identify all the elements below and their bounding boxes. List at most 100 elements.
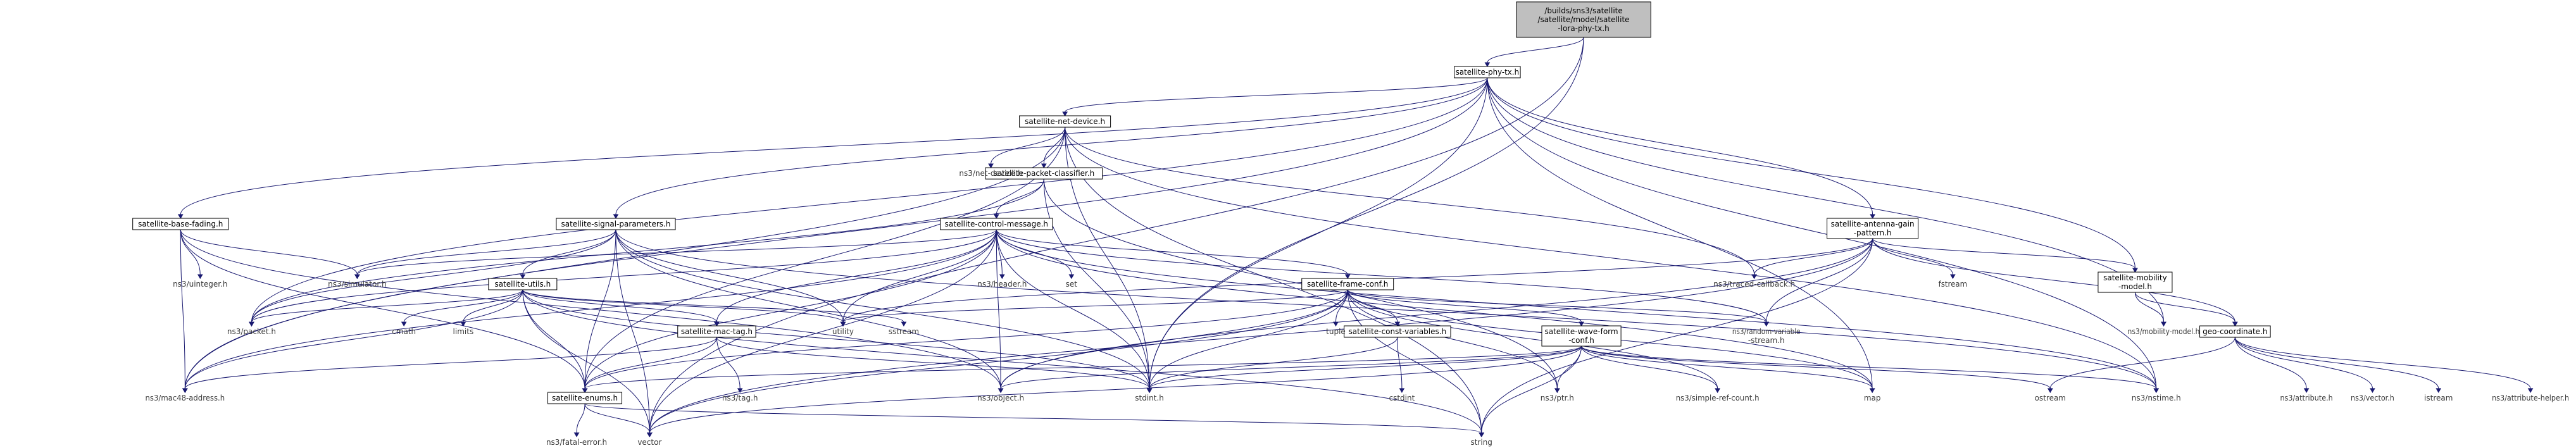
node-utility: utility bbox=[832, 327, 854, 336]
node-label-header: ns3/header.h bbox=[977, 280, 1027, 289]
edge-root-to-phytx bbox=[1484, 37, 1584, 67]
node-label-ptr: ns3/ptr.h bbox=[1541, 394, 1574, 402]
edge-utils-to-mactag bbox=[522, 289, 720, 327]
node-label-object: ns3/object.h bbox=[977, 394, 1024, 402]
edge-basefading-to-uinteger bbox=[180, 229, 203, 279]
node-label-simulator: ns3/simulator.h bbox=[328, 280, 386, 289]
edge-mactag-to-tag bbox=[716, 337, 743, 393]
node-mactag[interactable]: satellite-mac-tag.h bbox=[677, 325, 756, 338]
node-label-limits: limits bbox=[453, 327, 474, 336]
node-constvars[interactable]: satellite-const-variables.h bbox=[1344, 325, 1451, 338]
edge-waveform-to-stdint bbox=[1146, 345, 1582, 393]
node-set: set bbox=[1066, 280, 1078, 289]
node-uinteger: ns3/uinteger.h bbox=[173, 280, 227, 289]
dependency-edges bbox=[177, 37, 2534, 437]
node-label-root-line-2: -lora-phy-tx.h bbox=[1558, 24, 1609, 33]
edge-utils-to-sstream bbox=[522, 289, 907, 327]
node-stdint: stdint.h bbox=[1135, 394, 1164, 402]
node-header: ns3/header.h bbox=[977, 280, 1027, 289]
node-label-packet: ns3/packet.h bbox=[227, 327, 276, 336]
edge-basefading-to-enums bbox=[180, 229, 588, 393]
node-label-utils: satellite-utils.h bbox=[494, 280, 551, 289]
node-pktclass[interactable]: satellite-packet-classifier.h bbox=[985, 167, 1103, 180]
node-frameconf[interactable]: satellite-frame-conf.h bbox=[1301, 278, 1394, 290]
edge-signal-to-simulator bbox=[354, 229, 616, 279]
node-label-attrhelper: ns3/attribute-helper.h bbox=[2492, 394, 2569, 402]
edge-ctrlmsg-to-map bbox=[996, 229, 1875, 393]
edge-utils-to-vector bbox=[522, 289, 653, 437]
node-signal[interactable]: satellite-signal-parameters.h bbox=[556, 218, 676, 230]
edge-ctrlmsg-to-packet bbox=[249, 229, 997, 327]
edge-enums-to-fatalerr bbox=[573, 403, 585, 437]
node-label-waveform-line-0: satellite-wave-form bbox=[1545, 327, 1618, 336]
edge-antenna-to-fstream bbox=[1872, 238, 1956, 279]
node-label-tag: ns3/tag.h bbox=[722, 394, 758, 402]
node-label-signal: satellite-signal-parameters.h bbox=[561, 220, 670, 228]
node-cstdint: cstdint bbox=[1389, 394, 1415, 402]
node-root[interactable]: /builds/sns3/satellite/satellite/model/s… bbox=[1516, 1, 1651, 38]
node-label-randvar-line-0: ns3/random-variable bbox=[1732, 327, 1801, 336]
node-antenna[interactable]: satellite-antenna-gain-pattern.h bbox=[1827, 218, 1919, 239]
node-label-fatalerr: ns3/fatal-error.h bbox=[546, 438, 607, 447]
node-mobmodel: ns3/mobility-model.h bbox=[2128, 327, 2200, 336]
edge-mobility-to-geo bbox=[2134, 292, 2238, 327]
node-fatalerr: ns3/fatal-error.h bbox=[546, 438, 607, 447]
edge-antenna-to-mobility bbox=[1872, 238, 2138, 273]
edge-ctrlmsg-to-randvar bbox=[996, 229, 1770, 327]
node-label-simplerc: ns3/simple-ref-count.h bbox=[1676, 394, 1760, 402]
node-phytx[interactable]: satellite-phy-tx.h bbox=[1454, 66, 1521, 78]
edge-constvars-to-cstdint bbox=[1397, 337, 1405, 393]
node-mobility[interactable]: satellite-mobility-model.h bbox=[2098, 271, 2173, 293]
edge-root-to-stdint bbox=[1146, 37, 1584, 393]
node-utils[interactable]: satellite-utils.h bbox=[488, 278, 558, 290]
node-label-netdev: satellite-net-device.h bbox=[1025, 117, 1105, 126]
edge-waveform-to-nstime bbox=[1581, 345, 2160, 393]
edge-netdev-to-string bbox=[1065, 127, 1485, 437]
edge-waveform-to-ptr bbox=[1554, 345, 1582, 393]
node-label-mobility-line-1: -model.h bbox=[2118, 282, 2152, 291]
edge-geo-to-vectorh bbox=[2234, 337, 2375, 393]
node-vector: vector bbox=[637, 438, 661, 447]
node-label-fstream: fstream bbox=[1939, 280, 1968, 289]
node-label-antenna-line-0: satellite-antenna-gain bbox=[1831, 220, 1915, 228]
node-label-map: map bbox=[1864, 394, 1881, 402]
edge-waveform-to-map bbox=[1581, 345, 1875, 393]
node-enums[interactable]: satellite-enums.h bbox=[547, 392, 623, 404]
node-tuple: tuple bbox=[1326, 327, 1346, 336]
edge-netdev-to-tracedcb bbox=[1065, 127, 1758, 279]
node-label-constvars: satellite-const-variables.h bbox=[1348, 327, 1446, 336]
edge-antenna-to-string bbox=[1479, 238, 1873, 437]
edge-signal-to-utils bbox=[520, 229, 616, 279]
node-ctrlmsg[interactable]: satellite-control-message.h bbox=[940, 218, 1053, 230]
edge-phytx-to-signal bbox=[613, 77, 1488, 219]
edge-antenna-to-tracedcb bbox=[1751, 238, 1873, 279]
edge-utils-to-cmath bbox=[401, 289, 523, 327]
node-string: string bbox=[1470, 438, 1492, 447]
edge-basefading-to-simulator bbox=[180, 229, 360, 279]
node-basefading[interactable]: satellite-base-fading.h bbox=[132, 218, 229, 230]
edge-geo-to-ostream bbox=[2047, 337, 2235, 393]
edge-ctrlmsg-to-set bbox=[996, 229, 1075, 279]
node-simplerc: ns3/simple-ref-count.h bbox=[1676, 394, 1760, 402]
node-randvar: ns3/random-variable-stream.h bbox=[1732, 327, 1801, 345]
node-tracedcb: ns3/traced-callback.h bbox=[1713, 280, 1795, 289]
edge-waveform-to-string bbox=[1479, 345, 1582, 437]
edge-antenna-to-object bbox=[997, 238, 1873, 393]
edge-basefading-to-mac48 bbox=[180, 229, 188, 393]
node-attribute: ns3/attribute.h bbox=[2280, 394, 2332, 402]
edge-geo-to-attrhelper bbox=[2234, 337, 2534, 393]
edge-phytx-to-mobmodel bbox=[1487, 77, 2166, 327]
node-label-mac48: ns3/mac48-address.h bbox=[146, 394, 225, 402]
edge-geo-to-istream bbox=[2234, 337, 2442, 393]
node-geo[interactable]: geo-coordinate.h bbox=[2199, 325, 2271, 338]
edge-waveform-to-simplerc bbox=[1581, 345, 1721, 393]
node-label-string: string bbox=[1470, 438, 1492, 447]
node-label-geo: geo-coordinate.h bbox=[2203, 327, 2267, 336]
edge-netdev-to-stdint bbox=[1065, 127, 1153, 393]
edge-utils-to-mac48 bbox=[182, 289, 523, 393]
node-simulator: ns3/simulator.h bbox=[328, 280, 386, 289]
node-netdev[interactable]: satellite-net-device.h bbox=[1019, 115, 1111, 128]
edge-utils-to-limits bbox=[460, 289, 523, 327]
node-waveform[interactable]: satellite-wave-form-conf.h bbox=[1541, 325, 1622, 347]
